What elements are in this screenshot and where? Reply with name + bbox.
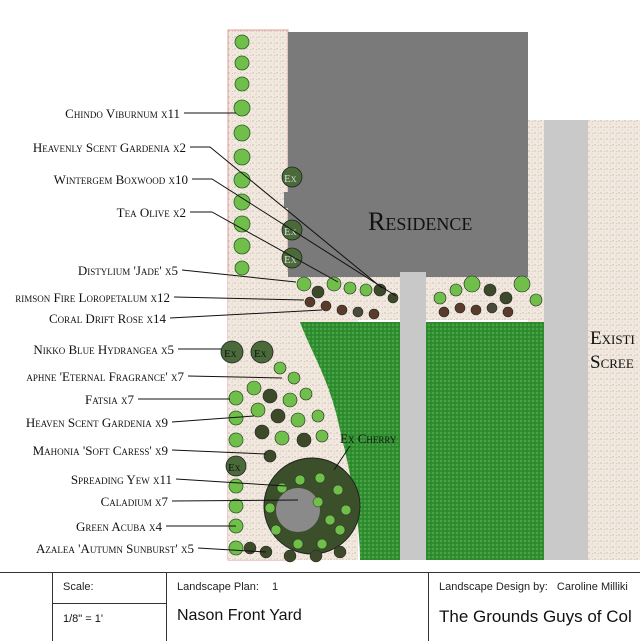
ex-label: Ex — [284, 173, 297, 185]
chimney — [284, 192, 298, 208]
ex-label: Ex — [228, 462, 241, 474]
right-lawn — [426, 322, 544, 560]
ex-label: Ex — [254, 348, 267, 360]
callout-label: Green Acuba x4 — [76, 519, 163, 534]
plant-callouts: Chindo Viburnum x11 Heavenly Scent Garde… — [15, 106, 194, 556]
left-lawn — [300, 322, 400, 560]
plan-label: Landscape Plan: — [177, 581, 259, 593]
callout-label: Fatsia x7 — [85, 392, 134, 407]
callout-label: Nikko Blue Hydrangea x5 — [33, 342, 174, 357]
callout-leaders — [138, 112, 397, 553]
callout-label: Heaven Scent Gardenia x9 — [26, 415, 168, 430]
scale-cell: Scale: 1/8" = 1' — [52, 573, 166, 641]
foundation-planting — [296, 275, 543, 320]
driveway — [544, 120, 588, 560]
callout-label: Spreading Yew x11 — [71, 472, 172, 487]
company-name: The Grounds Guys of Col — [439, 607, 632, 626]
callout-label: Mahonia 'Soft Caress' x9 — [33, 443, 168, 458]
divider — [53, 603, 166, 604]
callout-label: rimson Fire Loropetalum x12 — [15, 290, 170, 305]
callout-label: Azalea 'Autumn Sunburst' x5 — [36, 541, 194, 556]
callout-label: aphne 'Eternal Fragrance' x7 — [26, 369, 184, 384]
callout-label: Heavenly Scent Gardenia x2 — [33, 140, 186, 155]
ex-cherry-leader — [333, 445, 351, 471]
existing-label-line2: Scree — [590, 352, 634, 373]
landscape-plan: Ex Ex Ex Ex Ex Ex — [15, 29, 640, 563]
callout-label: Distylium 'Jade' x5 — [78, 263, 178, 278]
ex-label: Ex — [284, 226, 297, 238]
plan-name: Nason Front Yard — [177, 607, 302, 624]
designer-name: Caroline Milliki — [556, 581, 628, 593]
title-block: Scale: 1/8" = 1' Landscape Plan: 1 Nason… — [0, 572, 640, 641]
scale-label: Scale: — [63, 581, 94, 593]
plan-cell: Landscape Plan: 1 Nason Front Yard — [166, 573, 428, 641]
plan-number: 1 — [272, 581, 279, 593]
side-bed-planting — [246, 361, 329, 463]
walkway — [400, 272, 426, 560]
callout-label: Tea Olive x2 — [117, 205, 186, 220]
callout-label: Chindo Viburnum x11 — [65, 106, 180, 121]
residence-label: Residence — [368, 207, 472, 236]
existing-label-line1: Existi — [590, 328, 635, 349]
designer-cell: Landscape Design by: Caroline Milliki Th… — [428, 573, 640, 641]
residence — [288, 32, 528, 277]
far-right-gravel — [588, 120, 640, 560]
scale-value: 1/8" = 1' — [63, 613, 103, 625]
callout-label: Caladium x7 — [101, 494, 169, 509]
designer-label-row: Landscape Design by: Caroline Milliki — [439, 581, 628, 593]
plan-label-row: Landscape Plan: 1 — [177, 581, 278, 593]
blank-cell — [0, 573, 52, 641]
ex-cherry-label: Ex Cherry — [340, 431, 397, 446]
existing-shrubs — [220, 166, 303, 477]
design-label: Landscape Design by: — [439, 581, 548, 593]
callout-label: Coral Drift Rose x14 — [49, 311, 166, 326]
ex-label: Ex — [224, 348, 237, 360]
callout-label: Wintergem Boxwood x10 — [54, 172, 188, 187]
